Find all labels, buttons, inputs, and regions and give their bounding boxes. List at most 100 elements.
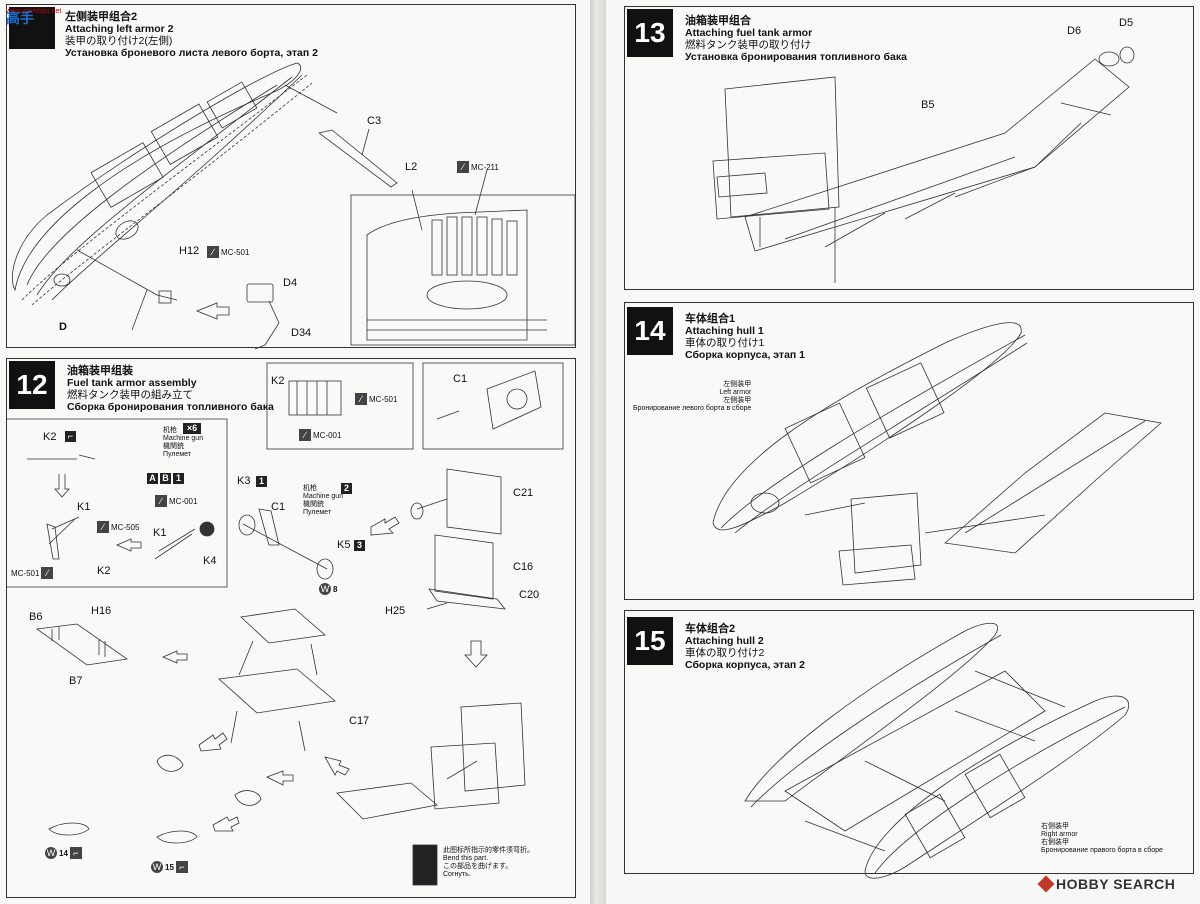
label-c16: C16	[513, 561, 534, 573]
label-c21: C21	[513, 487, 534, 499]
hobby-search-logo: HOBBY SEARCH	[1037, 875, 1175, 893]
brush-icon: ∕	[41, 567, 54, 579]
mg-label-2: 机枪 Machine gun 機関銃 Пулемет	[303, 485, 344, 516]
right-armor-callout: 右侧装甲 Right armor 右側装甲 Бронирование право…	[1041, 823, 1163, 854]
brush-icon: ∕	[299, 429, 311, 441]
page-gutter	[590, 0, 606, 904]
badge-2: 2	[341, 483, 352, 494]
part-c3	[318, 129, 398, 188]
k2-box	[266, 362, 414, 450]
circle-w-icon: W	[151, 861, 163, 873]
part-b7	[35, 623, 129, 666]
step14-drawing	[712, 322, 1162, 586]
mg-count: ×6	[183, 423, 201, 434]
watermark-logo: 高手 www.gaoshou.net	[6, 8, 62, 26]
paint-mc211: ∕ MC-211	[457, 161, 499, 173]
step11-title-ja: 装甲の取り付け2(左側)	[65, 35, 173, 47]
brush-icon: ∕	[355, 393, 367, 405]
label-k2-b: K2	[97, 565, 111, 577]
badge-k3: 1	[256, 476, 267, 487]
step11-inset-box	[350, 194, 576, 346]
circle-w-icon: W	[319, 583, 331, 595]
step11-panel: 左侧装甲组合2 Attaching left armor 2 装甲の取り付け2(…	[6, 4, 576, 350]
label-d5: D5	[1119, 17, 1134, 29]
step12-number: 12	[9, 361, 55, 409]
paint-mc001-a: ∕ MC-001	[155, 495, 197, 507]
label-k1-a: K1	[77, 501, 91, 513]
label-c1: C1	[271, 501, 286, 513]
step12-panel: 12 油箱装甲组装 Fuel tank armor assembly 燃料タンク…	[6, 358, 576, 898]
k2-sprue	[288, 380, 342, 416]
label-d: D	[59, 321, 67, 333]
circle-w-icon: W	[45, 847, 57, 859]
label-k4: K4	[203, 555, 217, 567]
step14-number: 14	[627, 307, 673, 355]
mg-label-1: 机枪 Machine gun 機関銃 Пулемет	[163, 427, 204, 458]
step13-drawing	[712, 46, 1135, 283]
c1-box	[422, 362, 564, 450]
label-c3: C3	[367, 115, 382, 127]
badge-w15: W 15 ⌐	[151, 861, 188, 873]
paint-mc001-b: ∕ MC-001	[299, 429, 341, 441]
bend-icon: ⌐	[175, 861, 188, 873]
brush-icon: ∕	[97, 521, 109, 533]
left-armor-callout: 左侧装甲 Left armor 左側装甲 Бронирование левого…	[633, 381, 752, 412]
mg-subbox	[7, 418, 228, 588]
step13-number: 13	[627, 9, 673, 57]
inset-grid	[431, 216, 518, 276]
label-k5: K5	[337, 539, 351, 551]
label-l2: L2	[405, 161, 418, 173]
label-h25: H25	[385, 605, 406, 617]
label-h12: H12	[179, 245, 200, 257]
label-c20: C20	[519, 589, 540, 601]
label-c17: C17	[349, 715, 370, 727]
step11-number-badge	[9, 7, 55, 49]
label-k1-b: K1	[153, 527, 167, 539]
step12-title: 油箱装甲组装 Fuel tank armor assembly 燃料タンク装甲の…	[67, 365, 274, 413]
label-d4: D4	[283, 277, 298, 289]
badge-a: A	[147, 473, 158, 484]
step13-panel: 13 油箱装甲组合 Attaching fuel tank armor 燃料タン…	[624, 6, 1194, 290]
bend-note: 此图标所指示的零件须弯折。 Bend this part. この部品を曲げます。…	[443, 847, 534, 878]
label-c1-box: C1	[453, 373, 468, 385]
brush-icon: ∕	[457, 161, 469, 173]
badge-1: 1	[173, 473, 184, 484]
step14-title: 车体组合1 Attaching hull 1 車体の取り付け1 Сборка к…	[685, 313, 806, 361]
right-armor	[864, 695, 1130, 879]
step11-title-zh: 左侧装甲组合2	[65, 11, 138, 23]
badge-w14: W 14 ⌐	[45, 847, 82, 859]
label-k2-a: K2	[43, 431, 57, 443]
step15-panel: 15 车体组合2 Attaching hull 2 車体の取り付け2 Сборк…	[624, 610, 1194, 879]
bend-icon: ⌐	[65, 431, 76, 442]
part-c17	[218, 668, 336, 714]
label-h16: H16	[91, 605, 112, 617]
label-k3: K3	[237, 475, 251, 487]
step11-drawing	[11, 62, 576, 350]
badge-w8: W 8	[319, 583, 338, 595]
hobby-search-icon	[1037, 875, 1055, 893]
label-b5: B5	[921, 99, 935, 111]
label-b7: B7	[69, 675, 83, 687]
label-k2-box: K2	[271, 375, 285, 387]
left-armor-outline	[11, 62, 302, 292]
paint-mc501-a: MC-501 ∕	[11, 567, 54, 579]
step15-title: 车体组合2 Attaching hull 2 車体の取り付け2 Сборка к…	[685, 623, 806, 671]
hull-assembled	[744, 622, 998, 802]
step11-title-en: Attaching left armor 2	[65, 23, 174, 35]
step12-drawing	[7, 362, 564, 886]
track-links	[21, 74, 313, 306]
label-b6: B6	[29, 611, 43, 623]
label-d6: D6	[1067, 25, 1082, 37]
bend-icon: ⌐	[69, 847, 82, 859]
badge-k5: 3	[354, 540, 365, 551]
brush-icon: ∕	[155, 495, 167, 507]
brush-icon: ∕	[207, 246, 219, 258]
paint-mc505: ∕ MC-505	[97, 521, 139, 533]
label-d34: D34	[291, 327, 312, 339]
step14-panel: 14 车体组合1 Attaching hull 1 車体の取り付け1 Сборк…	[624, 302, 1194, 600]
step11-title: 左侧装甲组合2 Attaching left armor 2 装甲の取り付け2(…	[65, 11, 318, 59]
step11-title-ru: Установка броневого листа левого борта, …	[65, 47, 318, 59]
step13-title: 油箱装甲组合 Attaching fuel tank armor 燃料タンク装甲…	[685, 15, 907, 63]
step15-drawing	[744, 622, 1130, 879]
paint-mc501-b: ∕ MC-501	[355, 393, 397, 405]
